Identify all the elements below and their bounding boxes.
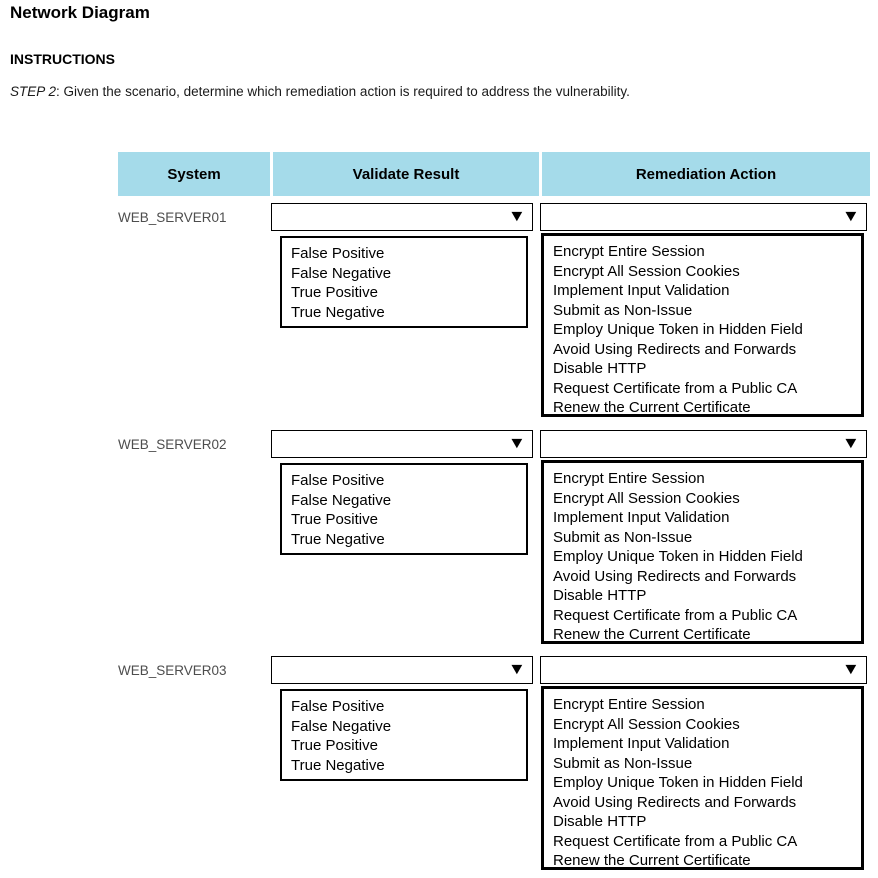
option-item[interactable]: Encrypt All Session Cookies — [553, 489, 740, 507]
option-item[interactable]: Submit as Non-Issue — [553, 301, 693, 319]
option-item[interactable]: True Negative — [291, 756, 385, 774]
option-item[interactable]: Encrypt All Session Cookies — [553, 715, 740, 733]
option-item[interactable]: True Positive — [291, 511, 378, 528]
dropdown-arrow-icon: ▼ — [507, 208, 527, 225]
option-item[interactable]: False Positive — [291, 698, 385, 715]
option-item[interactable]: True Positive — [291, 284, 378, 301]
option-item[interactable]: False Positive — [291, 245, 385, 262]
dropdown-arrow-icon: ▼ — [841, 661, 861, 678]
system-label: WEB_SERVER03 — [118, 663, 227, 678]
page-title: Network Diagram — [10, 3, 150, 22]
option-item[interactable]: Employ Unique Token in Hidden Field — [553, 548, 803, 565]
dropdown-arrow-icon: ▼ — [841, 208, 861, 225]
option-item[interactable]: Renew the Current Certificate — [553, 399, 751, 416]
column-header-remediation-action: Remediation Action — [542, 152, 870, 196]
column-header-system: System — [118, 152, 270, 196]
step-label: STEP 2 — [10, 84, 57, 99]
option-item[interactable]: False Negative — [291, 264, 392, 282]
option-item[interactable]: Avoid Using Redirects and Forwards — [553, 340, 797, 358]
validate-result-select[interactable]: ▼ — [271, 203, 533, 231]
option-item[interactable]: Disable HTTP — [553, 587, 647, 604]
option-item[interactable]: Implement Input Validation — [553, 282, 730, 299]
step-instruction: STEP 2: Given the scenario, determine wh… — [10, 84, 630, 99]
option-item[interactable]: Request Certificate from a Public CA — [553, 606, 798, 624]
option-item[interactable]: Request Certificate from a Public CA — [553, 379, 798, 397]
dropdown-arrow-icon: ▼ — [507, 661, 527, 678]
option-item[interactable]: Request Certificate from a Public CA — [553, 832, 798, 850]
system-label: WEB_SERVER02 — [118, 437, 227, 452]
option-item[interactable]: Avoid Using Redirects and Forwards — [553, 567, 797, 585]
option-item[interactable]: True Negative — [291, 303, 385, 321]
option-item[interactable]: Encrypt Entire Session — [553, 470, 705, 487]
option-item[interactable]: True Negative — [291, 530, 385, 548]
option-item[interactable]: True Positive — [291, 737, 378, 754]
option-item[interactable]: Submit as Non-Issue — [553, 754, 693, 772]
column-header-validate-result: Validate Result — [273, 152, 539, 196]
option-item[interactable]: Renew the Current Certificate — [553, 852, 751, 869]
option-item[interactable]: Disable HTTP — [553, 813, 647, 830]
option-item[interactable]: Renew the Current Certificate — [553, 626, 751, 643]
option-item[interactable]: Disable HTTP — [553, 360, 647, 377]
system-label: WEB_SERVER01 — [118, 210, 227, 225]
dropdown-arrow-icon: ▼ — [507, 435, 527, 452]
step-text: : Given the scenario, determine which re… — [56, 84, 630, 99]
remediation-action-select[interactable]: ▼ — [540, 656, 867, 684]
option-item[interactable]: Encrypt Entire Session — [553, 243, 705, 260]
option-item[interactable]: Employ Unique Token in Hidden Field — [553, 321, 803, 338]
option-item[interactable]: False Positive — [291, 472, 385, 489]
option-item[interactable]: Implement Input Validation — [553, 509, 730, 526]
option-item[interactable]: Employ Unique Token in Hidden Field — [553, 774, 803, 791]
remediation-action-select[interactable]: ▼ — [540, 430, 867, 458]
option-item[interactable]: False Negative — [291, 717, 392, 735]
validate-result-select[interactable]: ▼ — [271, 430, 533, 458]
option-item[interactable]: Avoid Using Redirects and Forwards — [553, 793, 797, 811]
option-item[interactable]: False Negative — [291, 491, 392, 509]
option-item[interactable]: Encrypt Entire Session — [553, 696, 705, 713]
dropdown-arrow-icon: ▼ — [841, 435, 861, 452]
option-item[interactable]: Encrypt All Session Cookies — [553, 262, 740, 280]
option-item[interactable]: Submit as Non-Issue — [553, 528, 693, 546]
remediation-action-select[interactable]: ▼ — [540, 203, 867, 231]
validate-result-select[interactable]: ▼ — [271, 656, 533, 684]
option-item[interactable]: Implement Input Validation — [553, 735, 730, 752]
instructions-heading: INSTRUCTIONS — [10, 51, 115, 67]
